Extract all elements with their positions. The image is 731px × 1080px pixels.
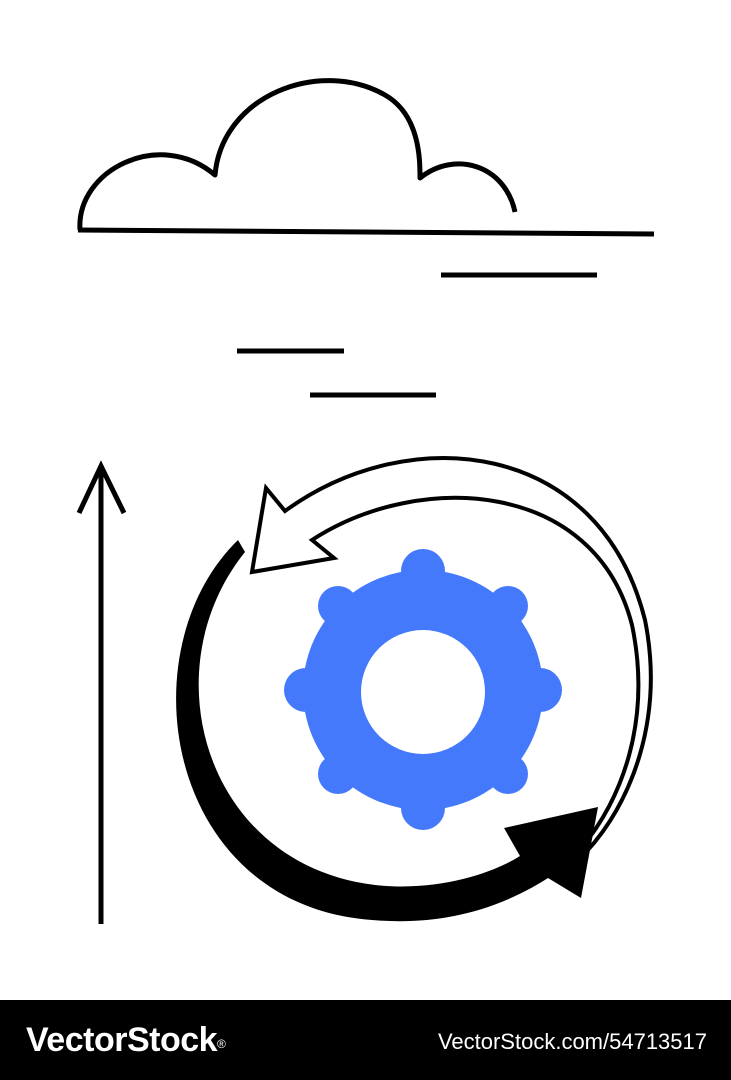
cloud-icon: [77, 78, 655, 237]
solid-cycle-arrow: [176, 540, 598, 922]
up-arrow-icon: [76, 460, 127, 924]
refresh-cycle-icon: [176, 456, 653, 922]
registered-mark: ®: [217, 1037, 226, 1051]
watermark-image-id: VectorStock.com/54713517: [437, 1029, 707, 1054]
gear-icon: [284, 549, 562, 830]
watermark-brand: VectorStock®: [26, 1020, 226, 1060]
watermark-brand-text: VectorStock: [26, 1021, 218, 1059]
wind-lines-icon: [237, 272, 597, 398]
watermark-bar: VectorStock® VectorStock.com/54713517: [0, 1000, 731, 1080]
illustration: [76, 78, 655, 924]
